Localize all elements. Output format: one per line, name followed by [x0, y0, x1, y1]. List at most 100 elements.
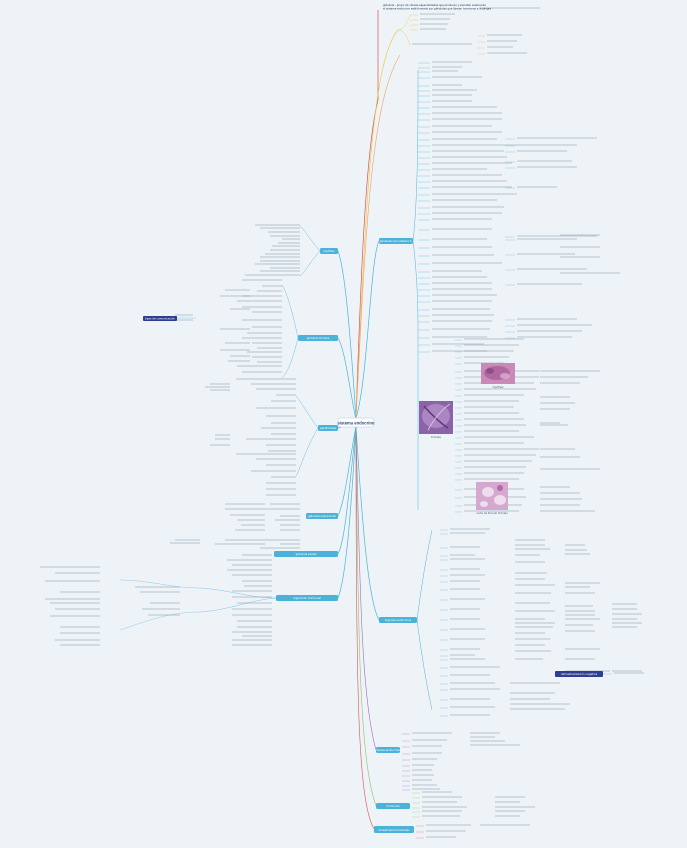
leaf-node[interactable]: [450, 666, 500, 668]
leaf-node[interactable]: [432, 314, 494, 316]
leaf-node[interactable]: [450, 648, 480, 650]
leaf-node[interactable]: [464, 478, 519, 480]
leaf-node[interactable]: [432, 162, 512, 164]
leaf-node[interactable]: [252, 326, 282, 328]
leaf-node[interactable]: [517, 160, 572, 162]
leaf-node[interactable]: [173, 319, 193, 321]
leaf-node[interactable]: [495, 801, 520, 803]
leaf-node[interactable]: [450, 682, 495, 684]
leaf-node[interactable]: [464, 394, 524, 396]
leaf-node[interactable]: [560, 256, 600, 258]
leaf-node[interactable]: [225, 539, 265, 541]
leaf-node[interactable]: [60, 626, 100, 628]
leaf-node[interactable]: [565, 586, 590, 588]
leaf-node[interactable]: [210, 389, 230, 391]
branch-receptores[interactable]: receptores hormonales: [374, 826, 414, 833]
leaf-node[interactable]: [517, 283, 582, 285]
leaf-node[interactable]: [420, 28, 446, 30]
leaf-node[interactable]: [242, 635, 272, 637]
leaf-node[interactable]: [515, 658, 543, 660]
leaf-node[interactable]: [464, 344, 519, 346]
leaf-node[interactable]: [432, 180, 507, 182]
leaf-node[interactable]: [464, 430, 519, 432]
leaf-node[interactable]: [237, 300, 282, 302]
leaf-node[interactable]: [237, 519, 265, 521]
leaf-node[interactable]: [412, 764, 434, 766]
leaf-node[interactable]: [560, 234, 600, 236]
leaf-node[interactable]: [515, 622, 555, 624]
leaf-node[interactable]: [487, 52, 527, 54]
leaf-node[interactable]: [540, 424, 568, 426]
leaf-node[interactable]: [450, 706, 495, 708]
leaf-node[interactable]: [412, 788, 440, 790]
leaf-node[interactable]: [540, 370, 600, 372]
leaf-node[interactable]: [432, 150, 504, 152]
leaf-node[interactable]: [271, 476, 296, 478]
leaf-node[interactable]: [450, 674, 490, 676]
leaf-node[interactable]: [464, 448, 539, 450]
leaf-node[interactable]: [422, 806, 467, 808]
leaf-node[interactable]: [480, 824, 530, 826]
leaf-node[interactable]: [242, 554, 272, 556]
leaf-node[interactable]: [420, 23, 448, 25]
leaf-node[interactable]: [464, 460, 532, 462]
leaf-node[interactable]: [232, 564, 272, 566]
leaf-node[interactable]: [237, 602, 272, 604]
leaf-node[interactable]: [432, 228, 492, 230]
leaf-node[interactable]: [450, 638, 485, 640]
leaf-node[interactable]: [515, 650, 551, 652]
leaf-node[interactable]: [55, 572, 100, 574]
leaf-node[interactable]: [256, 388, 296, 390]
leaf-node[interactable]: [464, 350, 514, 352]
leaf-node[interactable]: [215, 438, 230, 440]
leaf-node[interactable]: [247, 332, 282, 334]
leaf-node[interactable]: [464, 356, 509, 358]
leaf-node[interactable]: [270, 503, 300, 505]
leaf-node[interactable]: [260, 547, 300, 549]
leaf-node[interactable]: [515, 618, 545, 620]
leaf-node[interactable]: [450, 568, 480, 570]
leaf-node[interactable]: [265, 539, 300, 541]
leaf-node[interactable]: [251, 383, 296, 385]
leaf-node[interactable]: [255, 263, 300, 265]
leaf-node[interactable]: [432, 70, 458, 72]
leaf-node[interactable]: [450, 714, 490, 716]
leaf-node[interactable]: [232, 608, 272, 610]
leaf-node[interactable]: [266, 415, 296, 417]
leaf-node[interactable]: [265, 253, 300, 255]
leaf-node[interactable]: [612, 608, 637, 610]
leaf-node[interactable]: [464, 388, 536, 390]
dark-box-left[interactable]: tipos de comunicación: [143, 316, 177, 321]
leaf-node[interactable]: [237, 620, 272, 622]
leaf-node[interactable]: [422, 801, 457, 803]
leaf-node[interactable]: [517, 150, 567, 152]
leaf-node[interactable]: [517, 324, 592, 326]
leaf-node[interactable]: [515, 602, 550, 604]
leaf-node[interactable]: [464, 424, 526, 426]
leaf-node[interactable]: [227, 569, 272, 571]
leaf-node[interactable]: [148, 614, 180, 616]
leaf-node[interactable]: [432, 199, 497, 201]
leaf-node[interactable]: [565, 648, 600, 650]
leaf-node[interactable]: [55, 639, 100, 641]
leaf-node[interactable]: [432, 186, 512, 188]
leaf-node[interactable]: [464, 412, 519, 414]
leaf-node[interactable]: [540, 456, 580, 458]
leaf-node[interactable]: [565, 592, 595, 594]
leaf-node[interactable]: [205, 386, 230, 388]
leaf-node[interactable]: [515, 544, 545, 546]
leaf-node[interactable]: [432, 328, 490, 330]
leaf-node[interactable]: [432, 76, 482, 78]
leaf-node[interactable]: [565, 553, 590, 555]
leaf-node[interactable]: [432, 218, 492, 220]
leaf-node[interactable]: [432, 336, 487, 338]
leaf-node[interactable]: [422, 810, 462, 812]
leaf-node[interactable]: [464, 338, 524, 340]
leaf-node[interactable]: [230, 514, 265, 516]
leaf-node[interactable]: [432, 288, 492, 290]
leaf-node[interactable]: [450, 688, 500, 690]
leaf-node[interactable]: [450, 532, 485, 534]
leaf-node[interactable]: [432, 206, 504, 208]
leaf-node[interactable]: [612, 618, 637, 620]
